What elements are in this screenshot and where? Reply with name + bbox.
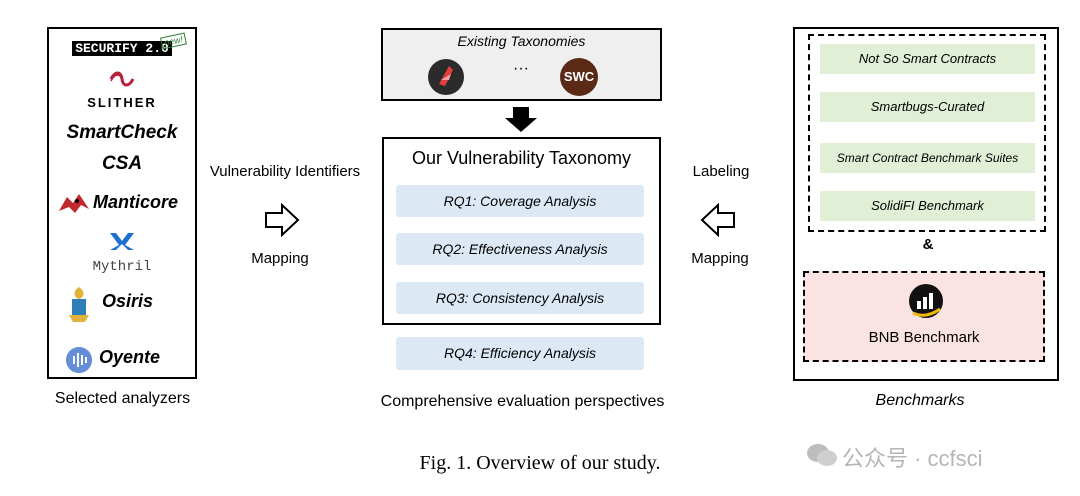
our-taxonomy-title: Our Vulnerability Taxonomy [411,148,632,168]
left-hollow-arrow-icon [700,203,735,237]
wechat-icon [807,444,837,466]
csa-label: CSA [101,153,143,174]
oyente-label: Oyente [99,347,161,367]
bnb-dashed-box: BNB Benchmark [803,271,1045,362]
osiris-icon [69,287,89,322]
rq4-box: RQ4: Efficiency Analysis [396,337,644,370]
securify-label: SECURIFY 2.0 [72,41,172,56]
mythril-label: Mythril [92,259,152,275]
right-hollow-arrow-icon [265,203,300,237]
existing-taxonomies-title: Existing Taxonomies [457,33,586,49]
center-caption: Comprehensive evaluation perspectives [380,393,665,410]
bnb-benchmark-label: BNB Benchmark [868,329,980,346]
rq3-box: RQ3: Consistency Analysis [396,282,644,314]
securify-logo: SECURIFY 2.0 [49,39,195,57]
smartcheck-label: SmartCheck [66,122,178,143]
osiris-label: Osiris [102,291,154,311]
rq1-box: RQ1: Coverage Analysis [396,185,644,217]
manticore-icon [59,194,89,213]
rq2-box: RQ2: Effectiveness Analysis [396,233,644,265]
manticore-label: Manticore [93,192,179,212]
benchmark-smartbugs: Smartbugs-Curated [820,92,1035,122]
existing-taxonomies-box: Existing Taxonomies ··· SWC [381,28,662,101]
oyente-icon [66,347,92,373]
left-mapping-label: Mapping [251,250,309,267]
benchmark-solidifi: SolidiFI Benchmark [820,191,1035,221]
ampersand: & [922,236,934,253]
analyzers-panel: SECURIFY 2.0 new! SLITHER SmartCheck CSA… [47,27,197,379]
slither-label: SLITHER [87,95,157,110]
down-arrow-icon [505,107,537,132]
bnb-logo-icon [909,284,943,318]
mythril-icon [110,233,134,250]
ellipsis: ··· [513,60,529,77]
our-taxonomy-box: Our Vulnerability Taxonomy [382,137,661,325]
labeling-label: Labeling [692,163,750,180]
taxonomy-logo-icon [428,59,464,95]
figure-caption: Fig. 1. Overview of our study. [419,452,661,474]
swc-badge: SWC [560,58,598,96]
slither-icon [109,71,135,87]
analyzers-caption: Selected analyzers [54,390,191,407]
benchmarks-caption: Benchmarks [875,392,965,409]
right-mapping-label: Mapping [691,250,749,267]
watermark-text: 公众号 · ccfsci [842,446,983,471]
vulnerability-identifiers-label: Vulnerability Identifiers [209,163,361,180]
benchmarks-panel [793,27,1059,381]
benchmark-group-dashed [808,34,1046,232]
benchmark-not-so-smart: Not So Smart Contracts [820,44,1035,74]
benchmark-suites: Smart Contract Benchmark Suites [820,143,1035,173]
